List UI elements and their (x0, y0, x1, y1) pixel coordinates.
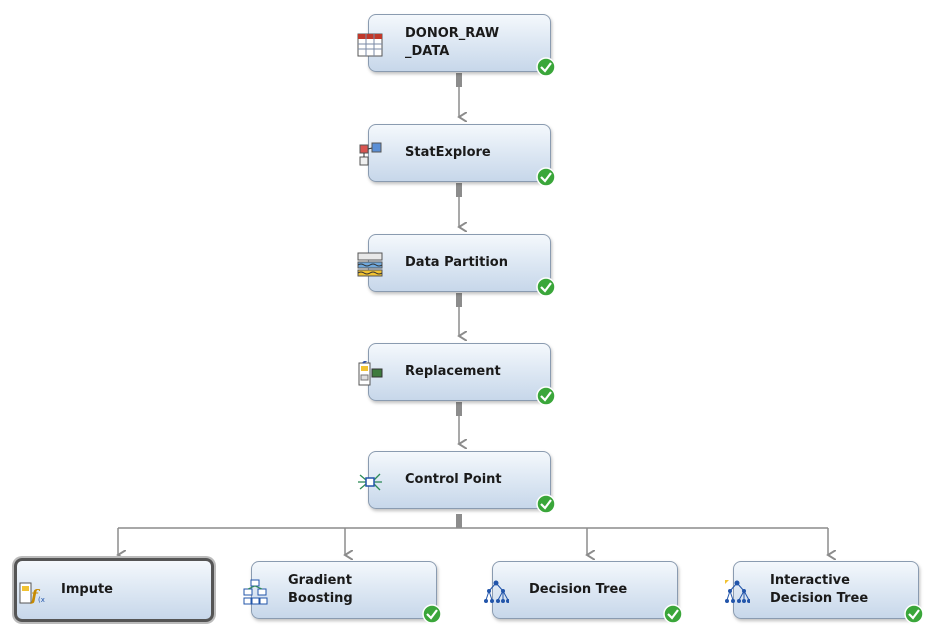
connector-fanout (118, 514, 828, 555)
check-icon (536, 167, 556, 187)
check-icon (536, 494, 556, 514)
control-point-icon (358, 473, 382, 491)
node-label: Gradient Boosting (288, 573, 353, 606)
node-statexplore[interactable]: StatExplore (359, 124, 556, 187)
node-label: Decision Tree (529, 582, 628, 597)
check-icon (663, 604, 683, 624)
node-label: Interactive Decision Tree (770, 573, 869, 606)
stat-explore-icon (359, 142, 382, 166)
node-donor-raw-data[interactable]: DONOR_RAW _DATA (357, 14, 556, 77)
node-control-point[interactable]: Control Point (358, 451, 556, 514)
node-decision-tree[interactable]: Decision Tree (484, 561, 683, 624)
node-label: StatExplore (405, 145, 491, 160)
node-label: Control Point (405, 472, 502, 487)
interactive-decision-tree-icon (725, 580, 750, 603)
check-icon (536, 57, 556, 77)
node-label: Impute (61, 582, 113, 597)
node-label: DONOR_RAW _DATA (405, 26, 500, 59)
node-gradient-boosting[interactable]: Gradient Boosting (243, 561, 442, 624)
node-label: Data Partition (405, 255, 508, 270)
connector-3 (456, 293, 462, 336)
node-label: Replacement (405, 364, 501, 379)
node-impute[interactable]: f (x) Impute (14, 558, 214, 622)
node-data-partition[interactable]: Data Partition (357, 234, 556, 297)
data-partition-icon (357, 252, 383, 277)
check-icon (904, 604, 924, 624)
node-interactive-decision-tree[interactable]: Interactive Decision Tree (725, 561, 924, 624)
connector-2 (456, 183, 462, 227)
connector-4 (456, 402, 462, 444)
check-icon (422, 604, 442, 624)
node-replacement[interactable]: Replacement (358, 343, 556, 406)
impute-icon: f (x) (19, 582, 45, 605)
svg-text:f: f (30, 586, 41, 605)
check-icon (536, 277, 556, 297)
check-icon (536, 386, 556, 406)
svg-text:(x): (x) (38, 596, 45, 604)
data-source-icon (357, 33, 383, 57)
gradient-boosting-icon (243, 579, 268, 605)
connector-1 (456, 73, 462, 117)
decision-tree-icon (484, 580, 509, 603)
replacement-icon (358, 361, 383, 386)
